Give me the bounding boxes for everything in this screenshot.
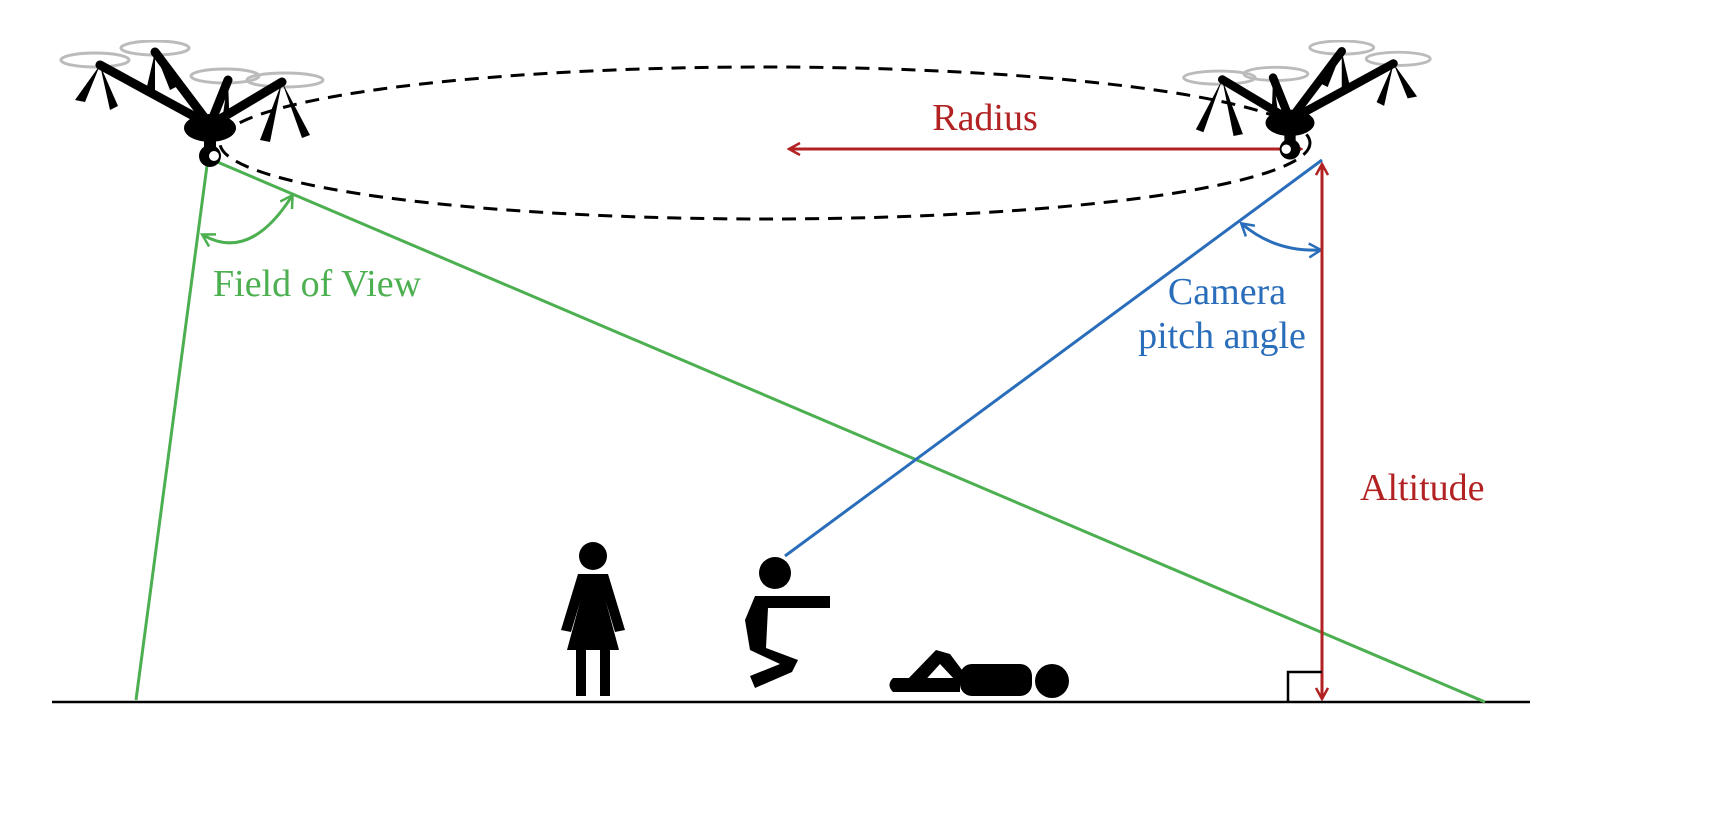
field-of-view-label: Field of View bbox=[213, 263, 422, 305]
field-of-view-lines bbox=[134, 156, 1486, 704]
crouching-person-icon bbox=[745, 557, 830, 688]
standing-woman-icon bbox=[561, 542, 625, 696]
drone-icon bbox=[1184, 41, 1431, 160]
camera-pitch-line bbox=[784, 158, 1323, 558]
camera-pitch-arc bbox=[1242, 224, 1320, 250]
camera-pitch-angle-label-line1: Camera bbox=[1168, 271, 1286, 313]
orbit-path bbox=[218, 65, 1312, 221]
right-angle-marker bbox=[1286, 670, 1322, 702]
field-of-view-arc bbox=[203, 196, 292, 243]
camera-pitch-angle-label-line2: pitch angle bbox=[1138, 315, 1306, 357]
altitude-label: Altitude bbox=[1360, 467, 1485, 509]
lying-person-icon bbox=[889, 650, 1069, 698]
radius-label: Radius bbox=[932, 97, 1038, 139]
drone-icon bbox=[61, 41, 323, 167]
